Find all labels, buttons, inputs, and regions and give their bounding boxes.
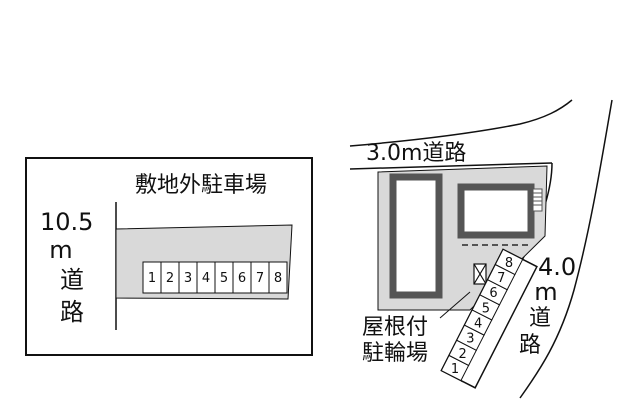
bicycle-slot-number: 1 <box>451 362 459 377</box>
parking-space-number: 5 <box>220 271 228 286</box>
east-road-width: 4.0 <box>538 253 576 281</box>
offsite-parking-title: 敷地外駐車場 <box>135 173 267 198</box>
offsite-road-unit: m <box>49 236 72 264</box>
parking-space-number: 1 <box>148 271 156 286</box>
bicycle-slot: 8 <box>494 248 524 276</box>
site-plan: 3.0m道路 4.0 m 道 路 <box>349 99 613 399</box>
parking-space-number: 7 <box>256 271 264 286</box>
parking-space-box <box>268 261 288 294</box>
stair-hatch <box>532 188 543 212</box>
building-west <box>389 173 443 299</box>
offsite-road-word-char-2: 路 <box>60 298 84 326</box>
bicycle-slot-number: 8 <box>505 256 513 271</box>
bicycle-slot-number: 3 <box>466 332 474 347</box>
bicycle-slot-number: 6 <box>489 286 497 301</box>
bicycle-parking-label-line1: 屋根付 <box>362 315 428 340</box>
parking-space: 8 <box>268 261 288 294</box>
parking-space: 3 <box>178 261 198 294</box>
parking-space: 7 <box>250 261 270 294</box>
north-road-upper-edge <box>349 99 573 147</box>
offsite-road-width: 10.5 <box>40 208 93 236</box>
bicycle-parking-label-line2: 駐輪場 <box>362 341 428 366</box>
parking-space-number: 8 <box>274 271 282 286</box>
bicycle-slot-box <box>494 248 524 276</box>
bicycle-label-leader <box>439 291 471 319</box>
building-east <box>457 183 535 239</box>
east-road-east-edge <box>519 99 613 399</box>
parking-space-number: 3 <box>184 271 192 286</box>
parking-space: 6 <box>232 261 252 294</box>
parking-space: 5 <box>214 261 234 294</box>
bicycle-slot-number: 5 <box>482 301 490 316</box>
north-road-lower-edge <box>349 162 553 170</box>
parking-space: 4 <box>196 261 216 294</box>
parking-space-number: 6 <box>238 271 246 286</box>
east-road-word-char-2: 路 <box>519 333 541 358</box>
parking-space: 2 <box>160 261 180 294</box>
bicycle-slot-number: 7 <box>497 271 505 286</box>
parking-space: 1 <box>142 261 162 294</box>
parking-space-number: 4 <box>202 271 210 286</box>
bicycle-slot-number: 4 <box>474 317 482 332</box>
bicycle-slot-number: 2 <box>459 347 467 362</box>
offsite-parking-frame <box>25 157 313 356</box>
north-road-label: 3.0m道路 <box>366 141 466 166</box>
offsite-road-word-char-1: 道 <box>60 266 84 294</box>
east-road-unit: m <box>534 278 557 306</box>
parking-space-number: 2 <box>166 271 174 286</box>
utility-box-icon <box>473 263 487 285</box>
east-road-word-char-1: 道 <box>529 306 551 331</box>
